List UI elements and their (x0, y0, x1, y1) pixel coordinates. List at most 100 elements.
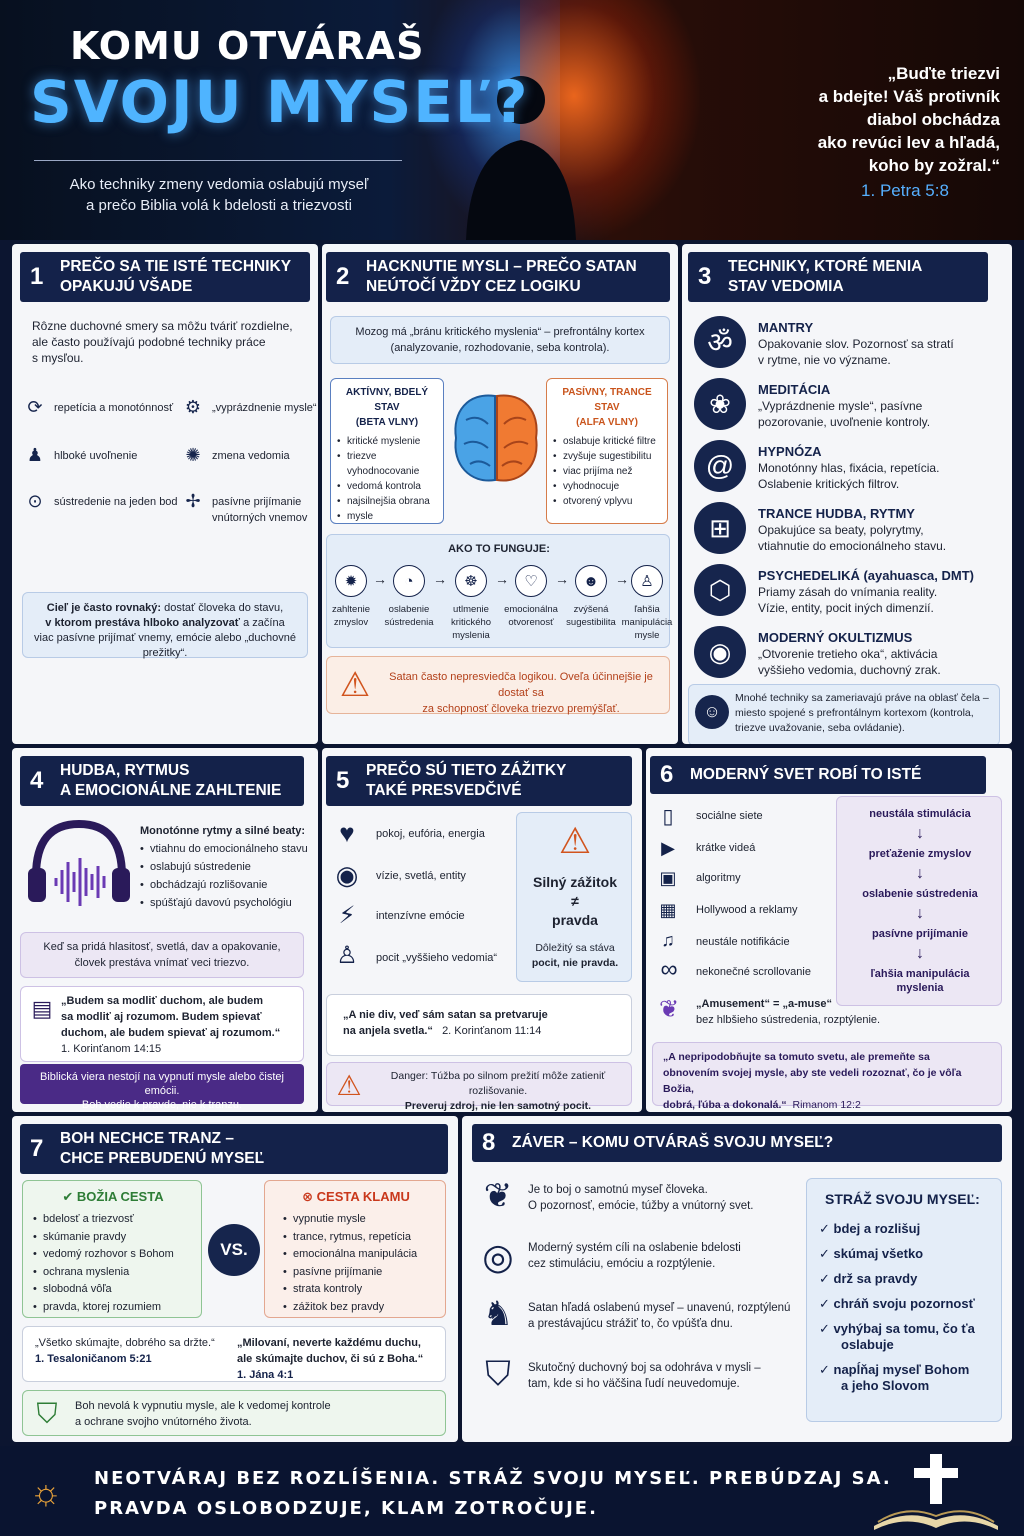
arrow-icon: → (495, 571, 509, 587)
check-icon: ✓ (819, 1246, 834, 1261)
title-line: A EMOCIONÁLNE ZAHLTENIE (60, 782, 282, 799)
guard-item: ✓ drž sa pravdy (819, 1271, 999, 1287)
technique-item: hlboké uvoľnenie (54, 450, 138, 462)
technique-okultizmus: MODERNÝ OKULTIZMUS „Otvorenie tretieho o… (758, 630, 1008, 678)
lie-way-title: ⊗ CESTA KLAMU (265, 1189, 447, 1205)
spiral-icon: @ (694, 440, 746, 492)
footer: ☼ NEOTVÁRAJ BEZ ROZLÍŠENIA. STRÁŽ SVOJU … (0, 1446, 1024, 1536)
quote-line: „Všetko skúmajte, dobrého sa držte.“ (35, 1337, 215, 1349)
experience-item: vízie, svetlá, entity (376, 870, 466, 882)
corinthians-quote: „Budem sa modliť duchom, ale budem sa mo… (61, 993, 301, 1057)
corinthians-quote-box: ▤ „Budem sa modliť duchom, ale budem sa … (20, 986, 304, 1062)
note-line: miesto spojené s prefrontálnym kortexom … (735, 707, 974, 719)
quote-line: dobrá, ľúba a dokonalá.“ (663, 1099, 787, 1111)
guard-label: oslabuje (841, 1337, 894, 1352)
passive-item: otvorený vplyvu (553, 494, 661, 509)
flow-step: ľahšia manipulácia (870, 968, 970, 980)
down-arrow-icon: ↓ (916, 905, 924, 922)
technique-psychedelika: PSYCHEDELIKÁ (ayahuasca, DMT) Priamy zás… (758, 568, 1008, 616)
warning-line: Satan často nepresviedča logikou. Oveľa … (389, 671, 653, 699)
stimulation-flow-box: neustála stimulácia ↓ preťaženie zmyslov… (836, 796, 1002, 1006)
molecule-icon: ⬡ (694, 564, 746, 616)
footer-line-2: PRAVDA OSLOBODZUJE, KLAM ZOTROČUJE. (94, 1498, 598, 1519)
technique-item: repetícia a monotónnosť (54, 402, 174, 414)
section-1-intro: Rôzne duchovné smery sa môžu tváriť rozd… (32, 318, 308, 366)
guard-item: ✓ skúmaj všetko (819, 1246, 999, 1262)
amuse-line: „Amusement“ = „a-muse“ (696, 998, 833, 1010)
technique-trance: TRANCE HUDBA, RYTMY Opakujúce sa beaty, … (758, 506, 1008, 554)
conclusion-item: Satan hľadá oslabenú myseľ – unavenú, ro… (528, 1300, 818, 1332)
intro-line: Rôzne duchovné smery sa môžu tváriť rozd… (32, 319, 293, 333)
title-line: PREČO SÚ TIETO ZÁŽITKY (366, 762, 567, 779)
consciousness-icon: ✺ (185, 444, 201, 465)
guard-title: STRÁŽ SVOJU MYSEĽ: (825, 1191, 980, 1207)
quote-line: diabol obchádza (866, 110, 1000, 129)
overload-icon: ✹ (335, 565, 367, 597)
heart-open-icon: ♡ (515, 565, 547, 597)
step-line: oslabenie (388, 604, 430, 615)
title-line: HUDBA, RYTMUS (60, 762, 190, 779)
section-4-title: 4 HUDBA, RYTMUS A EMOCIONÁLNE ZAHLTENIE (20, 756, 304, 806)
step-line: manipulácia (621, 617, 673, 628)
goal-box: Cieľ je často rovnaký: dostať človeka do… (22, 592, 308, 659)
quote-line: „Budem sa modliť duchom, ale budem (61, 995, 264, 1007)
check-icon: ✓ (819, 1321, 834, 1336)
lie-way-item: pasívne prijímanie (283, 1264, 443, 1282)
conclusion-line: Moderný systém cíli na oslabenie bdelost… (528, 1242, 741, 1254)
brain-dim-icon: ☸ (455, 565, 487, 597)
technique-title: MODERNÝ OKULTIZMUS (758, 630, 913, 645)
meditation-icon: ♙ (336, 941, 358, 969)
quote-line: koho by zožral.“ (868, 156, 1000, 175)
lie-way-item: zážitok bez pravdy (283, 1299, 443, 1317)
danger-text: Danger: Túžba po silnom prežití môže zat… (367, 1069, 629, 1112)
eye-icon: ◉ (694, 626, 746, 678)
section-1-title: 1 PREČO SA TIE ISTÉ TECHNIKY OPAKUJÚ VŠA… (20, 252, 310, 302)
danger-line: Danger: Túžba po silnom prežití môže zat… (390, 1070, 606, 1097)
guard-item: ✓ bdej a rozlišuj (819, 1221, 999, 1237)
section-number: 3 (698, 263, 712, 290)
header: KOMU OTVÁRAŠ SVOJU MYSEĽ? Ako techniky z… (0, 0, 1024, 240)
verses-box: „Všetko skúmajte, dobrého sa držte.“ 1. … (22, 1326, 446, 1382)
check-icon: ✓ (819, 1271, 834, 1286)
passive-item: zvyšuje sugestibilitu (553, 449, 661, 464)
flow-step: pasívne prijímanie (872, 928, 968, 940)
shield-line: a ochrane svojho vnútorného života. (75, 1416, 252, 1428)
note-line: triezve uvažovanie, seba ovládanie). (735, 722, 905, 734)
active-item: kritické myslenie (337, 434, 437, 449)
strong-label: Silný zážitok (532, 874, 618, 890)
quote-ref: 2. Korinťanom 11:14 (442, 1025, 542, 1037)
title-line: TECHNIKY, KTORÉ MENIA (728, 258, 923, 275)
conclusion-line: Skutočný duchovný boj sa odohráva v mysl… (528, 1362, 761, 1374)
title-line: ZÁVER – KOMU OTVÁRAŠ SVOJU MYSEĽ? (512, 1134, 834, 1151)
step-line: zmyslov (333, 617, 369, 628)
quote-line: duchom, ale budem spievať aj rozumom.“ (61, 1027, 281, 1039)
flow-step: preťaženie zmyslov (868, 848, 972, 860)
active-title: AKTÍVNY, BDELÝ STAV (345, 387, 429, 413)
section-3-title: 3 TECHNIKY, KTORÉ MENIA STAV VEDOMIA (688, 252, 988, 302)
active-state-box: AKTÍVNY, BDELÝ STAV (BETA VLNY) kritické… (330, 378, 444, 524)
lightning-icon: ⚡ (338, 901, 356, 929)
quote-ref: 1. Jána 4:1 (237, 1369, 294, 1381)
conclusion-line: a prestávajúcu strážiť to, čo vpúšťa dnu… (528, 1318, 733, 1330)
technique-desc: vyššieho vedomia, duchovný zrak. (758, 663, 941, 677)
technique-desc: pozorovanie, uvoľnenie kontroly. (758, 415, 931, 429)
technique-title: PSYCHEDELIKÁ (ayahuasca, DMT) (758, 568, 974, 583)
section-number: 2 (336, 263, 350, 290)
intro-line: Mozog má „bránu kritického myslenia“ – p… (355, 326, 645, 338)
gods-way-item: ochrana myslenia (33, 1264, 199, 1282)
active-title: (BETA VLNY) (355, 417, 419, 428)
goal-text: viac pasívne prijímať vnemy, emócie aleb… (34, 632, 296, 659)
gods-way-item: slobodná vôľa (33, 1281, 199, 1299)
header-quote: „Buďte triezvi a bdejte! Váš protivník d… (780, 62, 1000, 202)
music-effects: Monotónne rytmy a silné beaty: vtiahnu d… (140, 822, 316, 912)
title-line: OPAKUJÚ VŠADE (60, 278, 193, 295)
bell-icon: ♫ (661, 929, 675, 950)
subtitle-line: a prečo Biblia volá k bdelosti a triezvo… (86, 197, 352, 214)
shield-line: Boh nevolá k vypnutiu mysle, ale k vedom… (75, 1400, 331, 1412)
technique-item: pasívne prijímanie vnútorných vnemov (212, 494, 307, 526)
step-line: kritického (450, 617, 492, 628)
step-line: ľahšia (634, 604, 660, 615)
romans-quote-box: „A nepripodobňujte sa tomuto svetu, ale … (652, 1042, 1002, 1111)
conclusion-item: Moderný systém cíli na oslabenie bdelost… (528, 1240, 818, 1272)
